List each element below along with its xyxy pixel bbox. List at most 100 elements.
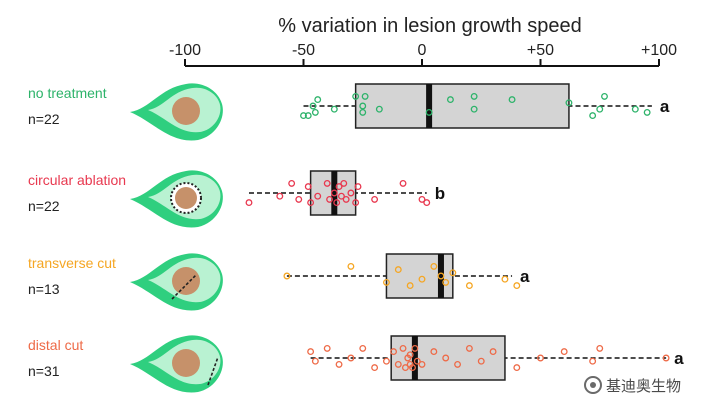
data-point (330, 105, 338, 113)
data-point (454, 360, 461, 368)
data-point (311, 357, 319, 365)
data-point (513, 364, 521, 372)
watermark-text: 基迪奥生物 (606, 376, 682, 395)
data-point (537, 354, 544, 362)
data-point (300, 112, 307, 120)
chart-title: % variation in lesion growth speed (278, 15, 582, 37)
data-point (442, 278, 450, 286)
data-point (449, 269, 457, 277)
data-point (513, 282, 521, 290)
data-point (311, 108, 319, 116)
data-point (596, 344, 604, 352)
lesion-illustrations (130, 83, 223, 393)
lesion-spot (172, 267, 200, 295)
data-point (406, 282, 414, 290)
data-point (359, 108, 367, 116)
median-bar (411, 336, 418, 380)
data-point (347, 262, 355, 270)
lesion-spot (172, 349, 200, 377)
data-point (501, 275, 509, 283)
median-bar (437, 254, 444, 298)
data-point (425, 108, 433, 116)
median-bar (331, 171, 338, 215)
significance-letter: a (520, 267, 530, 286)
data-point (383, 357, 390, 365)
data-point (446, 96, 454, 104)
iqr-box (354, 83, 570, 129)
data-point (418, 275, 426, 283)
wechat-icon (584, 376, 602, 394)
data-point (359, 102, 367, 110)
data-point (430, 348, 438, 356)
x-tick-label: -50 (292, 42, 315, 59)
group-n: n=22 (28, 198, 60, 214)
data-point (335, 183, 343, 191)
data-point (477, 357, 485, 365)
median-bar (426, 84, 433, 128)
data-point (411, 344, 419, 352)
data-point (394, 360, 402, 368)
data-point (288, 179, 296, 187)
data-point (662, 354, 670, 362)
data-point (276, 192, 284, 200)
group-label: distal cut (28, 337, 83, 353)
group-label: no treatment (28, 85, 107, 101)
data-point (399, 179, 407, 187)
data-point (371, 195, 379, 203)
data-point (245, 199, 253, 207)
data-point (465, 282, 473, 290)
data-point (409, 364, 416, 372)
data-point (560, 348, 568, 356)
data-point (401, 364, 409, 372)
data-point (283, 272, 291, 280)
lesion-illustration (130, 253, 223, 311)
data-point (589, 112, 597, 120)
group-label: circular ablation (28, 172, 126, 188)
group-label: transverse cut (28, 255, 116, 271)
transverse-cut-line (171, 274, 197, 300)
x-tick-label: +100 (641, 42, 677, 59)
data-point (596, 105, 604, 113)
data-point (375, 105, 383, 113)
significance-letter: a (674, 349, 684, 368)
data-point (406, 351, 414, 359)
significance-letter: a (660, 97, 670, 116)
data-point (489, 348, 497, 356)
data-point (413, 357, 421, 365)
x-tick-label: -100 (169, 42, 201, 59)
data-point (359, 344, 367, 352)
data-point (361, 92, 369, 100)
data-point (470, 105, 478, 113)
data-point (347, 189, 355, 197)
data-point (347, 354, 355, 362)
data-point (323, 344, 331, 352)
lesion-illustration (130, 170, 223, 228)
data-point (342, 195, 350, 203)
data-point (352, 199, 360, 207)
data-point (399, 344, 407, 352)
data-point (335, 360, 343, 368)
watermark: 基迪奥生物 (584, 372, 712, 398)
data-point (418, 195, 426, 203)
x-tick-label: +50 (527, 42, 554, 59)
data-point (340, 179, 348, 187)
data-point (465, 344, 473, 352)
data-point (390, 348, 398, 356)
data-point (430, 262, 438, 270)
data-point (418, 360, 426, 368)
data-point (307, 199, 315, 207)
group-n: n=13 (28, 281, 60, 297)
data-point (326, 195, 334, 203)
data-point (423, 199, 431, 207)
data-point (333, 199, 341, 207)
data-point (383, 278, 390, 286)
lesion-spot (172, 97, 200, 125)
data-point (508, 96, 516, 104)
data-point (354, 183, 362, 191)
data-point (643, 108, 651, 116)
lesion-illustration (130, 335, 223, 393)
data-point (565, 99, 573, 107)
